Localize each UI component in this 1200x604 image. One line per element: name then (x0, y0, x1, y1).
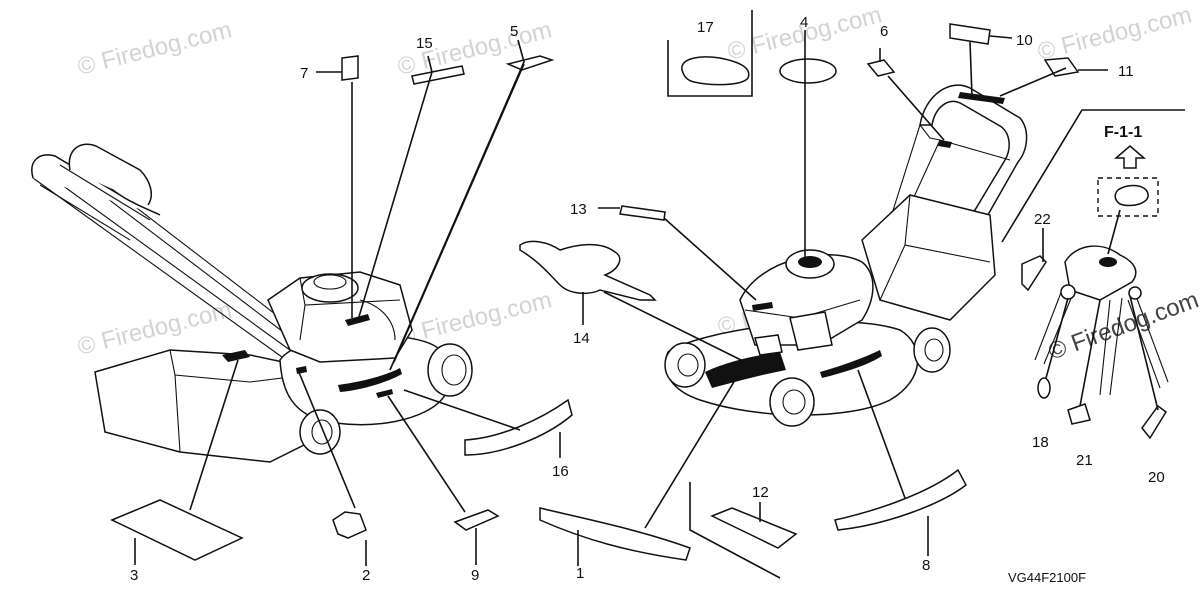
part-number-20: 20 (1148, 469, 1165, 486)
drawing-code: VG44F2100F (1008, 570, 1086, 585)
part-number-callouts: 1 2 3 4 5 6 7 8 9 10 11 12 13 14 15 16 1… (130, 14, 1165, 584)
part-number-7: 7 (300, 65, 308, 82)
watermark: © Firedog.com (75, 16, 235, 80)
arrow-up-icon (1113, 145, 1147, 169)
part-number-6: 6 (880, 23, 888, 40)
part-number-8: 8 (922, 557, 930, 574)
part-number-17: 17 (697, 19, 714, 36)
mower-right-illustration (664, 84, 1028, 427)
part-number-9: 9 (471, 567, 479, 584)
detail-inset-f-1-1: F-1-1 (1021, 124, 1169, 440)
part-number-1: 1 (576, 565, 584, 582)
watermark: © Firedog.com (1035, 1, 1195, 65)
part-number-12: 12 (752, 484, 769, 501)
part-number-2: 2 (362, 567, 370, 584)
frame-lines (667, 10, 1185, 579)
detail-label: F-1-1 (1104, 124, 1142, 141)
loose-parts (110, 23, 1080, 561)
part-number-11: 11 (1118, 63, 1134, 80)
part-number-4: 4 (800, 14, 808, 31)
part-number-15: 15 (416, 35, 433, 52)
part-number-3: 3 (130, 567, 138, 584)
mower-left-illustration (31, 143, 473, 463)
watermarks: © Firedog.com © Firedog.com © Firedog.co… (75, 1, 1200, 365)
part-number-22: 22 (1034, 211, 1051, 228)
leader-lines (134, 30, 1159, 566)
part-number-10: 10 (1016, 32, 1033, 49)
part-number-16: 16 (552, 463, 569, 480)
part-number-5: 5 (510, 23, 518, 40)
part-number-14: 14 (573, 330, 590, 347)
part-number-18: 18 (1032, 434, 1049, 451)
part-number-21: 21 (1076, 452, 1093, 469)
part-number-13: 13 (570, 201, 587, 218)
